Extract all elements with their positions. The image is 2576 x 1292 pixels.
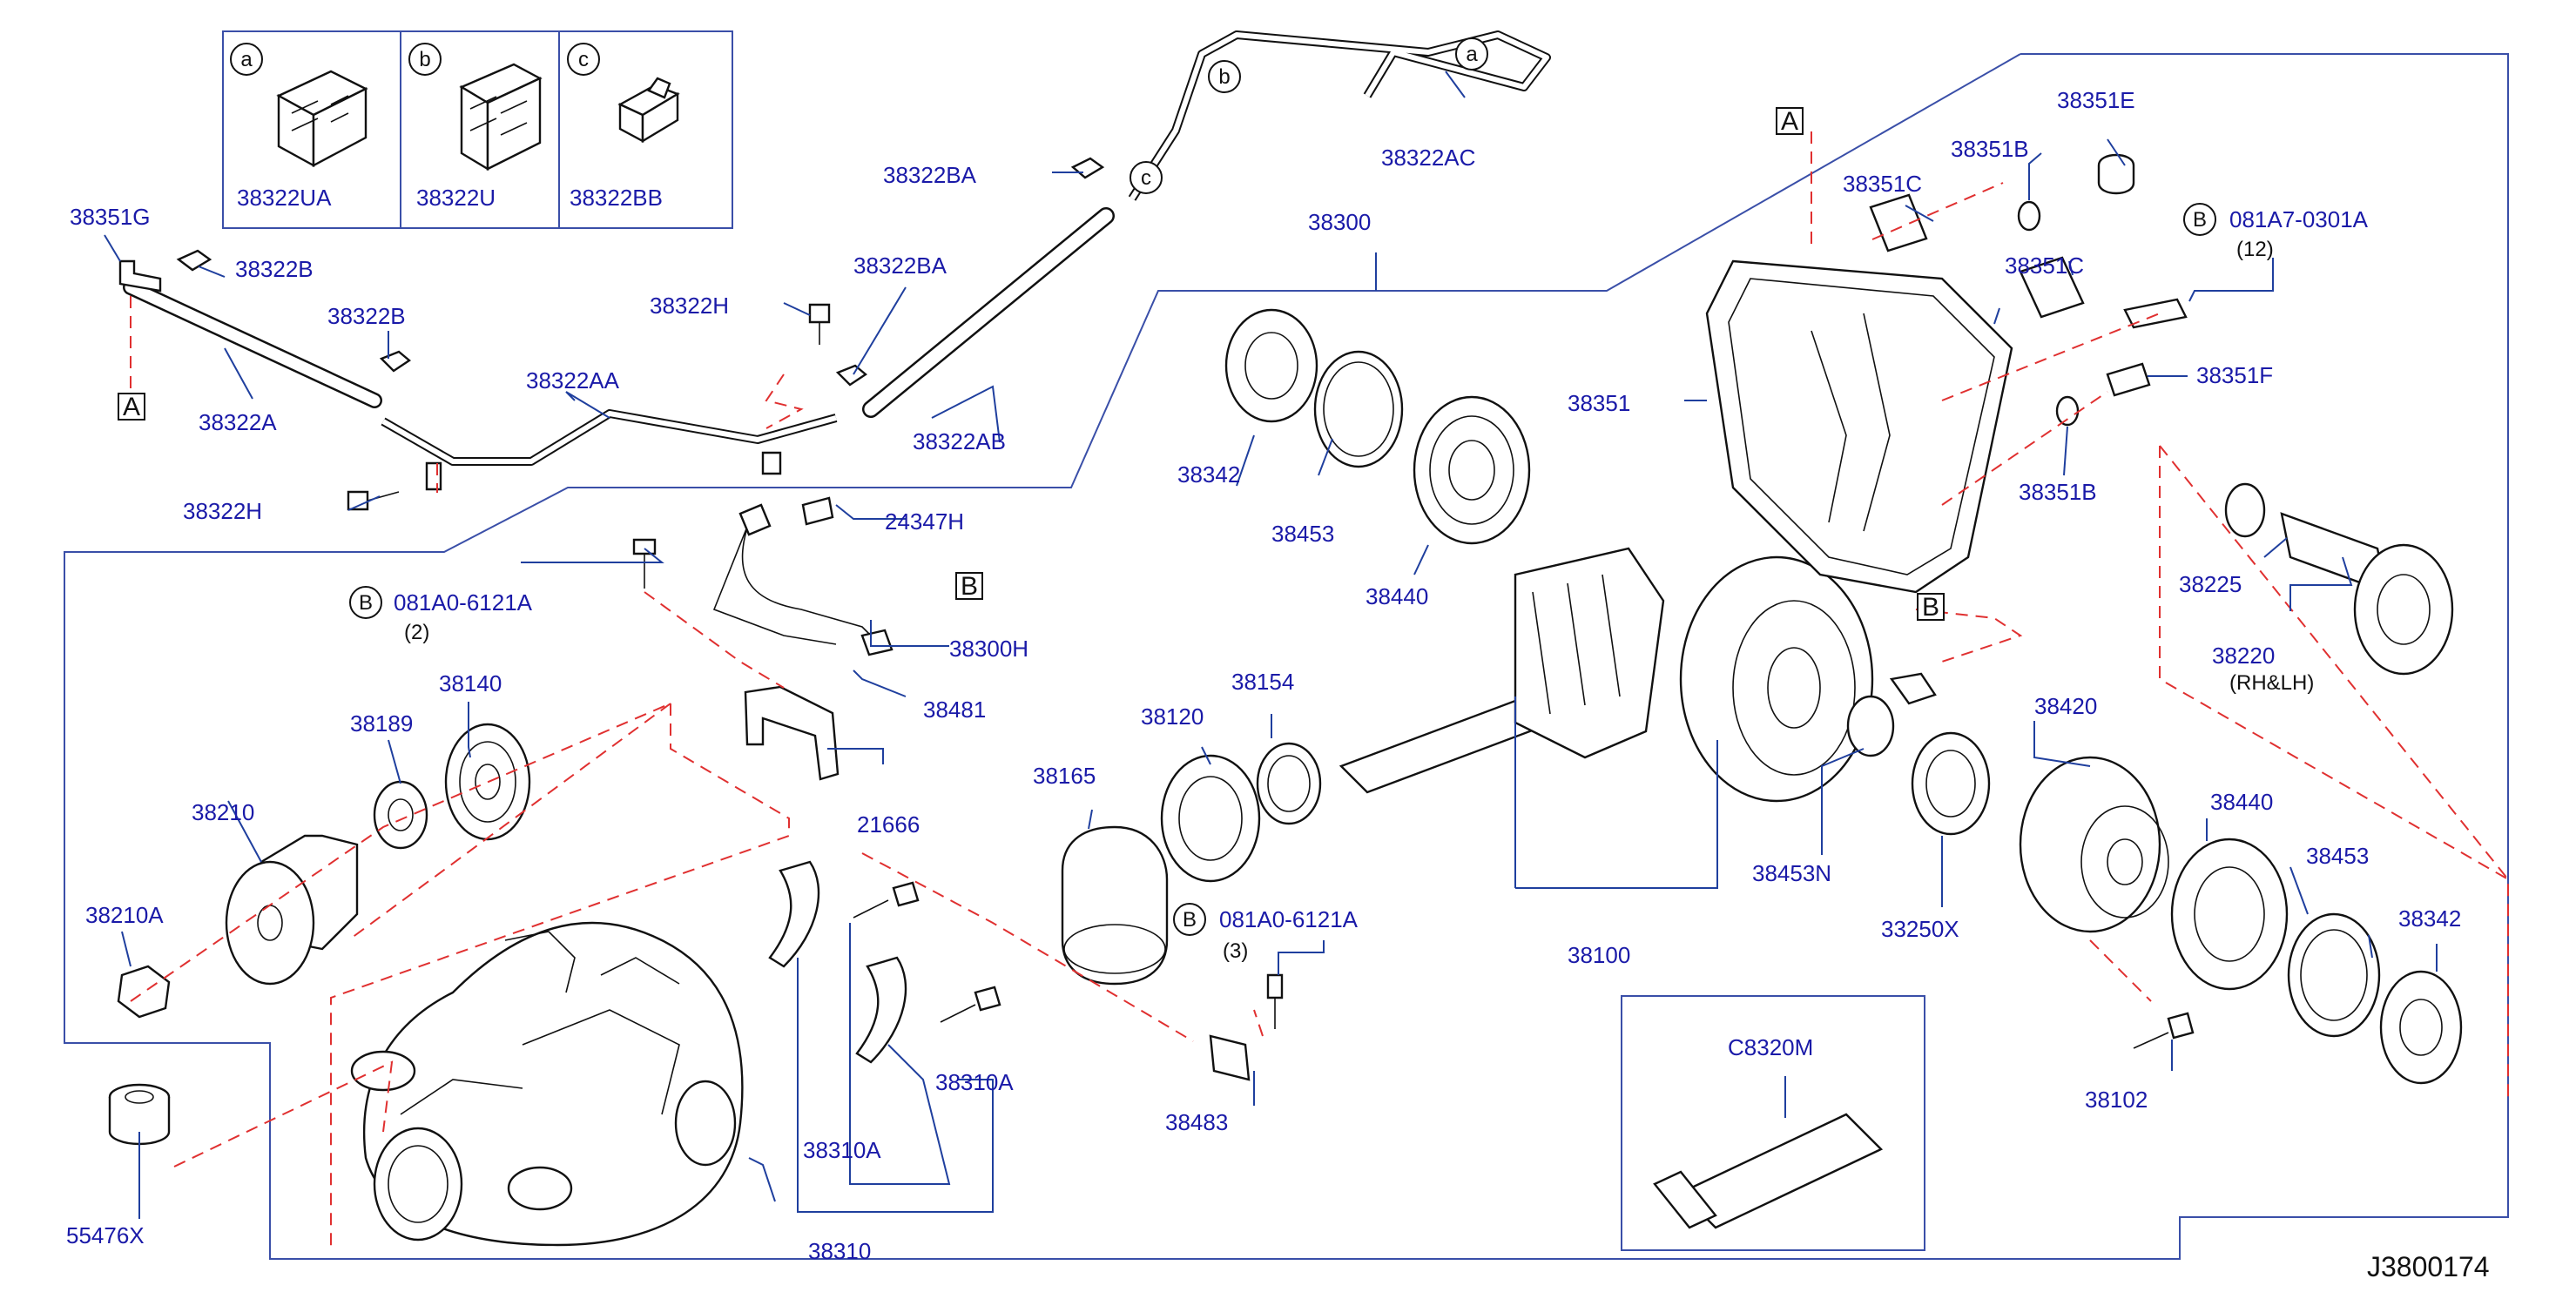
label-38310A-1: 38310A [803, 1137, 881, 1163]
bolt-marker-1: B [359, 591, 373, 615]
clip-b-icon [459, 63, 543, 172]
label-38100: 38100 [1568, 942, 1630, 968]
side-flange [2224, 482, 2454, 676]
bolt-part-3: 081A7-0301A [2229, 206, 2369, 232]
label-38210: 38210 [192, 799, 254, 825]
ref-marker-a-right: A [1781, 107, 1798, 136]
label-38351F: 38351F [2196, 362, 2273, 388]
label-38210A: 38210A [85, 902, 164, 928]
label-38310: 38310 [808, 1238, 871, 1264]
clip-letter-b: b [419, 48, 430, 71]
bolt-marker-3: B [2193, 208, 2207, 232]
label-38453-1: 38453 [1271, 521, 1334, 547]
label-38351B-1: 38351B [1951, 136, 2029, 162]
label-38483: 38483 [1165, 1109, 1228, 1135]
label-38322A: 38322A [199, 409, 277, 435]
label-38420: 38420 [2034, 693, 2097, 719]
clip-c-icon [617, 77, 680, 144]
clip-a-icon [276, 70, 368, 168]
ref-marker-b-right: B [1922, 593, 1939, 622]
bolt-part-1: 081A0-6121A [394, 589, 533, 616]
bolt-qty-1: (2) [404, 621, 429, 644]
clip-part-b: 38322U [416, 185, 496, 211]
label-38351C-1: 38351C [1843, 171, 1922, 197]
clip-letter-c: c [578, 48, 589, 71]
label-38351B-2: 38351B [2019, 479, 2097, 505]
label-38453-2: 38453 [2306, 843, 2369, 869]
part-labels: 38351G 38322B 38322B 38322A 38322AA 3832… [66, 87, 2490, 1282]
alignment-lines [130, 131, 2509, 1247]
label-38322BA-2: 38322BA [853, 252, 947, 279]
label-38342-1: 38342 [1177, 461, 1240, 488]
label-38310A-2: 38310A [935, 1069, 1014, 1095]
diff-carrier [350, 860, 1001, 1247]
label-38322AB: 38322AB [913, 428, 1006, 454]
bolt-part-2: 081A0-6121A [1219, 906, 1359, 932]
bolt-marker-2: B [1183, 908, 1197, 932]
label-38225: 38225 [2179, 571, 2242, 597]
tube-letter-b: b [1218, 65, 1230, 89]
label-38322B-1: 38322B [235, 256, 314, 282]
label-38322H-1: 38322H [650, 293, 729, 319]
clip-icon [176, 249, 212, 272]
label-C8320M: C8320M [1728, 1034, 1813, 1060]
label-38351E: 38351E [2057, 87, 2135, 113]
label-38120: 38120 [1141, 703, 1204, 730]
label-55476X: 55476X [66, 1222, 145, 1248]
label-38351: 38351 [1568, 390, 1630, 416]
tube-letter-c: c [1141, 166, 1151, 190]
label-38189: 38189 [350, 710, 413, 737]
label-38220: 38220 [2212, 643, 2275, 669]
label-24347H: 24347H [885, 508, 964, 535]
label-38322B-2: 38322B [327, 303, 406, 329]
label-38140: 38140 [439, 670, 502, 696]
tube-letter-a: a [1466, 43, 1478, 66]
label-38322AA: 38322AA [526, 367, 620, 394]
label-38154: 38154 [1231, 669, 1294, 695]
bolt-qty-3: (12) [2236, 238, 2274, 261]
ref-markers: A B A B [118, 107, 1945, 622]
diff-case [1846, 672, 2463, 1085]
harness [632, 496, 894, 781]
label-21666: 21666 [857, 811, 920, 838]
breather-tubes: b a c [118, 30, 1551, 511]
label-33250X: 33250X [1881, 916, 1959, 942]
label-38300: 38300 [1308, 209, 1371, 235]
label-38351C-2: 38351C [2005, 252, 2084, 279]
leader-lines [104, 71, 2438, 1219]
bolt-qty-2: (3) [1223, 939, 1248, 963]
label-38342-2: 38342 [2398, 905, 2461, 932]
clip-part-c: 38322BB [570, 185, 663, 211]
sealant-box [1621, 995, 1925, 1251]
pinion-parts [1061, 308, 1874, 1081]
label-38220-note: (RH&LH) [2229, 671, 2314, 695]
label-38481: 38481 [923, 696, 986, 723]
assembly-frame [64, 53, 2509, 1260]
clip-letter-a: a [240, 48, 253, 71]
label-38453N: 38453N [1752, 860, 1831, 886]
flange-group [108, 723, 531, 1146]
label-38102: 38102 [2085, 1087, 2148, 1113]
label-38322BA-1: 38322BA [883, 162, 977, 188]
ref-marker-a-left: A [123, 393, 140, 421]
label-38351G: 38351G [70, 204, 151, 230]
label-38300H: 38300H [949, 636, 1028, 662]
bolt-notes: B 081A0-6121A (2) B 081A0-6121A (3) B 08… [349, 203, 2369, 963]
label-38322H-2: 38322H [183, 498, 262, 524]
diagram-id: J3800174 [2367, 1251, 2490, 1282]
label-38440-1: 38440 [1366, 583, 1428, 609]
label-38322AC: 38322AC [1381, 145, 1475, 171]
rear-cover [1705, 153, 2188, 594]
label-38440-2: 38440 [2210, 789, 2273, 815]
clip-legend: a 38322UA b 38322U c 38322BB [222, 30, 733, 229]
label-38165: 38165 [1033, 763, 1096, 789]
clip-part-a: 38322UA [237, 185, 332, 211]
ref-marker-b-center: B [961, 572, 978, 601]
